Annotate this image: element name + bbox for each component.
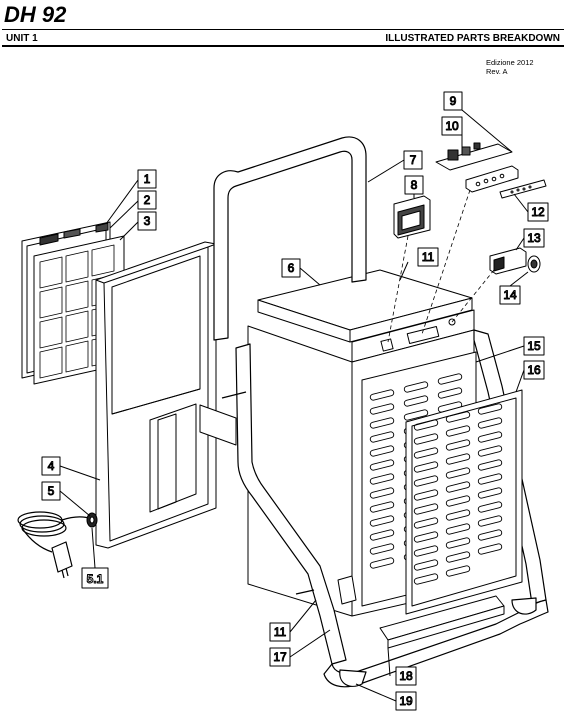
callout-17: 17	[269, 629, 331, 667]
callout-14-label: 14	[503, 288, 517, 302]
display-module-part-8	[393, 195, 431, 239]
edition-text: Edizione 2012	[486, 58, 534, 67]
model-title: DH 92	[4, 2, 67, 27]
revision-text: Rev. A	[486, 67, 508, 76]
callout-11-top-label: 11	[422, 250, 435, 264]
callout-15: 15	[475, 336, 545, 363]
callout-9-label: 9	[450, 94, 457, 108]
callout-5: 5	[41, 481, 91, 517]
front-grille-part-16	[405, 389, 523, 615]
assembly-guide-lines	[387, 189, 495, 343]
knob-part-14	[527, 255, 541, 273]
callout-1: 1	[105, 169, 157, 225]
switch-part-13	[489, 247, 527, 275]
callout-1-label: 1	[144, 172, 151, 186]
cord-grommet-part-5-1	[86, 512, 98, 528]
callout-13-label: 13	[527, 231, 541, 245]
callout-5-1: 5.1	[81, 527, 109, 589]
callout-10-label: 10	[445, 119, 459, 133]
callout-10: 10	[441, 116, 463, 150]
screw-fasteners	[221, 391, 315, 595]
callout-4: 4	[41, 456, 101, 481]
callout-9: 9	[443, 91, 513, 153]
power-cord-part-5	[17, 511, 93, 579]
callout-2: 2	[109, 190, 157, 229]
callout-15-label: 15	[527, 339, 541, 353]
callout-18: 18	[387, 647, 417, 686]
callout-8: 8	[404, 175, 424, 198]
callout-16: 16	[515, 360, 545, 393]
callout-7-label: 7	[410, 153, 417, 167]
callout-3-label: 3	[144, 214, 151, 228]
callout-6-label: 6	[288, 261, 295, 275]
callout-19: 19	[355, 683, 417, 711]
callout-7: 7	[367, 150, 423, 183]
callout-16-label: 16	[527, 363, 541, 377]
drip-plate-part-18	[379, 595, 505, 649]
control-board-part-10	[435, 142, 513, 171]
callout-3: 3	[119, 211, 157, 241]
label-plate-part-12	[499, 179, 547, 199]
callout-19-label: 19	[399, 694, 413, 708]
callout-11-top: 11	[399, 247, 439, 281]
front-panel-part-4	[95, 241, 237, 549]
edition-info: Edizione 2012 Rev. A	[486, 58, 534, 76]
header-rule-top	[2, 29, 564, 30]
callout-4-label: 4	[48, 459, 55, 473]
callout-13: 13	[515, 228, 545, 251]
callouts: 1 2 3 4 5 5.1 6 7 8 9 10 11 12 13 14 15 …	[41, 91, 549, 711]
control-panel-part-9	[465, 165, 519, 193]
base-frame-part-17	[337, 575, 357, 605]
callout-18-label: 18	[399, 669, 413, 683]
callout-2-label: 2	[144, 193, 151, 207]
callout-11-bottom-label: 11	[274, 625, 287, 639]
callout-12: 12	[513, 193, 549, 222]
section-title: ILLUSTRATED PARTS BREAKDOWN	[385, 33, 560, 44]
callout-5-1-label: 5.1	[87, 572, 104, 586]
callout-8-label: 8	[411, 178, 418, 192]
callout-14: 14	[499, 271, 529, 305]
callout-5-label: 5	[48, 484, 55, 498]
callout-11-bottom: 11	[269, 599, 317, 642]
callout-17-label: 17	[273, 650, 287, 664]
callout-12-label: 12	[531, 205, 545, 219]
header-rule-bottom	[2, 45, 564, 47]
callout-6: 6	[281, 258, 321, 286]
wheels-part-19	[339, 597, 537, 687]
unit-label: UNIT 1	[6, 33, 38, 44]
